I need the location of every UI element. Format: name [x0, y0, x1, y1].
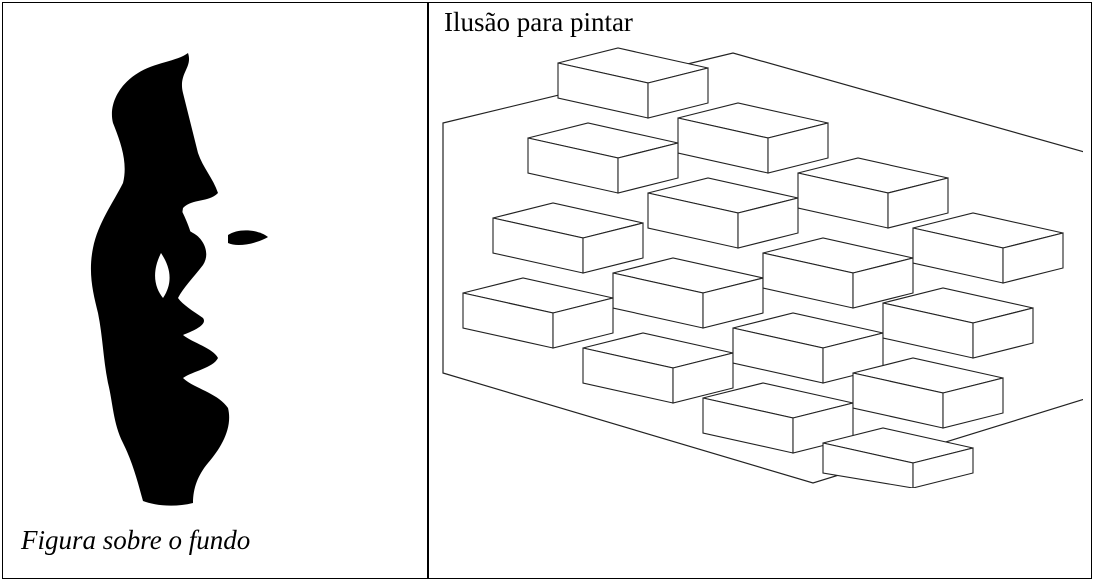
cell-divider: [427, 3, 429, 578]
right-cell-caption: Ilusão para pintar: [444, 7, 633, 37]
isometric-illusion-image: [442, 47, 1083, 488]
left-cell-caption: Figura sobre o fundo: [21, 525, 251, 555]
saxophone-face-silhouette-image: [90, 53, 268, 506]
